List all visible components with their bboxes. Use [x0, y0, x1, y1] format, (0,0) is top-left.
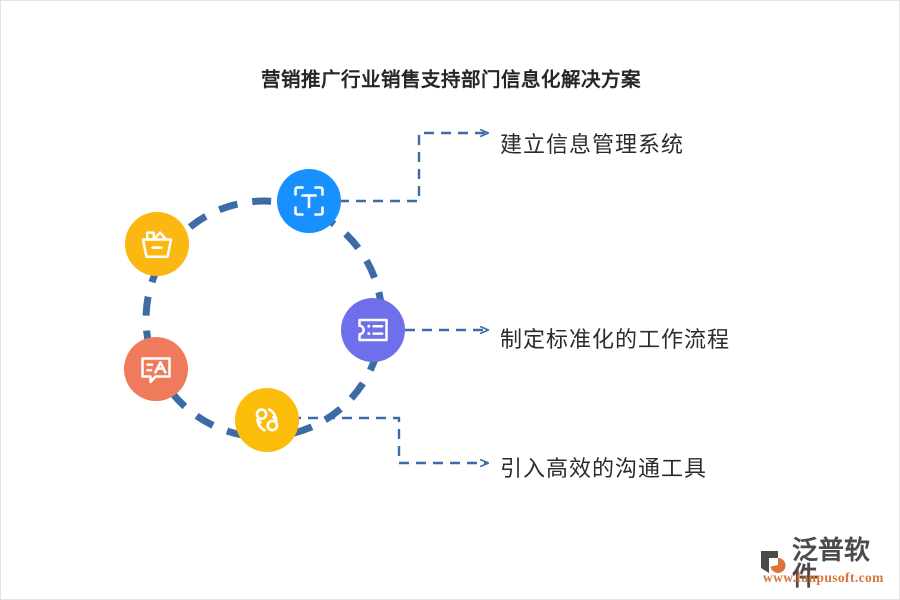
page-title: 营销推广行业销售支持部门信息化解决方案	[260, 69, 641, 91]
brand-url: www.fanpusoft.com	[763, 570, 884, 585]
brand-name: 泛普软件	[792, 535, 871, 591]
ticket-list-icon	[355, 312, 391, 348]
translate-bubble-icon	[138, 351, 174, 387]
callout-label-2: 制定标准化的工作流程	[500, 327, 731, 352]
brand-logo: 泛普软件 www.fanpusoft.com	[759, 537, 893, 591]
callout-label-3: 引入高效的沟通工具	[500, 456, 708, 481]
node-ticket[interactable]	[341, 298, 405, 362]
text-scan-icon	[291, 183, 327, 219]
node-basket[interactable]	[125, 212, 189, 276]
node-translate[interactable]	[124, 337, 188, 401]
share-network-icon	[249, 402, 285, 438]
node-share[interactable]	[235, 388, 299, 452]
callout-label-1: 建立信息管理系统	[500, 132, 685, 157]
node-text-recognition[interactable]	[277, 169, 341, 233]
basket-icon	[139, 226, 175, 262]
connector-line-3	[291, 416, 488, 463]
fanpu-logo-mark	[759, 546, 789, 581]
connector-line-1	[339, 133, 488, 203]
